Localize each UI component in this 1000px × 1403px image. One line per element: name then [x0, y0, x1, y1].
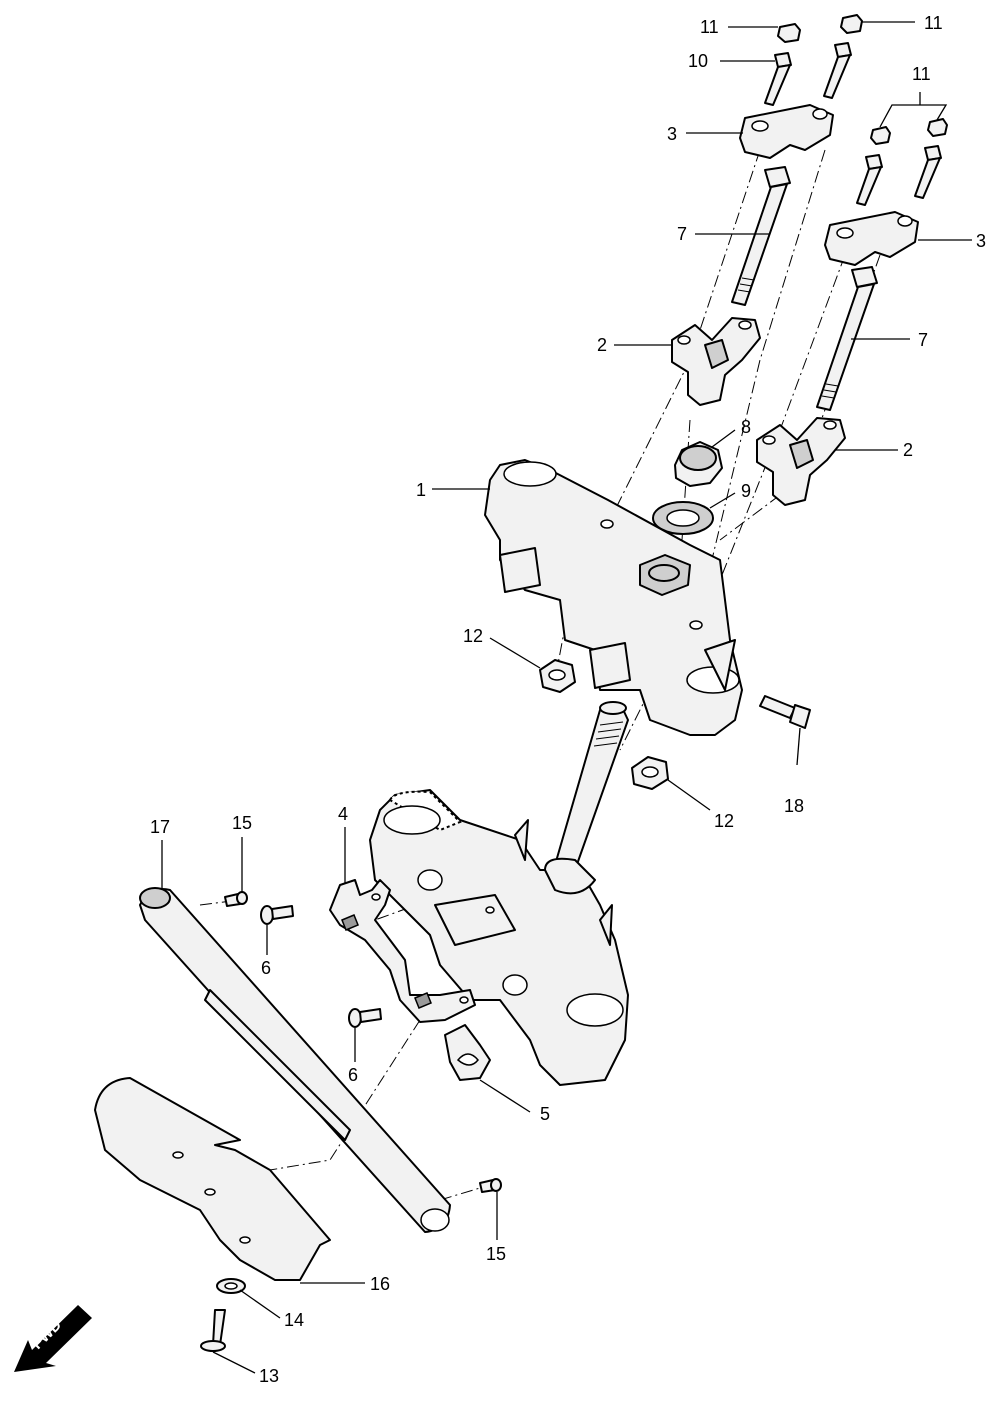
callout-11-group: 11 — [912, 64, 931, 84]
callout-10: 10 — [688, 51, 708, 71]
cable-clip-5 — [444, 1024, 491, 1081]
callout-6-lower: 6 — [348, 1065, 358, 1085]
callout-12-upper: 12 — [463, 626, 483, 646]
callout-numbers: 11 11 11 10 3 3 7 7 2 2 8 9 1 12 12 18 1… — [150, 13, 986, 1386]
callout-11-top-left: 11 — [700, 17, 719, 37]
socket-bolt-10-group-a — [856, 154, 883, 206]
long-bolt-7-left — [731, 166, 791, 306]
pinch-bolt-18 — [759, 695, 811, 729]
upper-triple-clamp-1 — [484, 459, 743, 736]
socket-bolt-10-right — [823, 42, 852, 99]
callout-18: 18 — [784, 796, 804, 816]
forward-direction-arrow: FWD — [14, 1305, 92, 1372]
handlebar-clamp-upper-left — [739, 104, 834, 159]
callout-4: 4 — [338, 804, 348, 824]
long-bolt-7-right — [816, 266, 878, 411]
callout-6-upper: 6 — [261, 958, 271, 978]
handlebar-clamp-lower-right — [756, 417, 846, 506]
screw-15-lower — [479, 1178, 502, 1193]
socket-bolt-10-left — [764, 52, 792, 106]
callout-2-left: 2 — [597, 335, 607, 355]
callout-1: 1 — [416, 480, 426, 500]
flange-nut-12-lower — [631, 756, 669, 790]
callout-14: 14 — [284, 1310, 304, 1330]
stem-nut-8 — [674, 441, 723, 487]
cap-11-group-a — [870, 126, 891, 145]
callout-9: 9 — [741, 481, 751, 501]
handlebar-clamp-lower-left — [671, 317, 761, 406]
screw-6-upper — [260, 905, 294, 925]
callout-13: 13 — [259, 1366, 279, 1386]
callout-12-lower: 12 — [714, 811, 734, 831]
callout-5: 5 — [540, 1104, 550, 1124]
flange-nut-12-upper — [539, 659, 576, 693]
screw-13 — [200, 1309, 226, 1352]
callout-11-top-right: 11 — [924, 13, 943, 33]
callout-15-lower: 15 — [486, 1244, 506, 1264]
callout-2-right: 2 — [903, 440, 913, 460]
steering-stem-lower-clamp — [369, 701, 629, 1086]
cap-11-group-b — [927, 118, 948, 137]
cap-11-left — [777, 23, 801, 43]
callout-7-right: 7 — [918, 330, 928, 350]
callout-17: 17 — [150, 817, 170, 837]
washer-14 — [216, 1278, 246, 1294]
callout-8: 8 — [741, 417, 751, 437]
callout-3-upper-right: 3 — [976, 231, 986, 251]
callout-7-left: 7 — [677, 224, 687, 244]
bracket-4 — [329, 879, 476, 1023]
cover-16 — [94, 1077, 331, 1281]
callout-3-upper-left: 3 — [667, 124, 677, 144]
washer-9 — [652, 501, 714, 535]
callout-15-upper: 15 — [232, 813, 252, 833]
handlebar-clamp-upper-right — [824, 211, 919, 266]
callout-16: 16 — [370, 1274, 390, 1294]
socket-bolt-10-group-b — [914, 145, 942, 199]
cap-11-right — [840, 14, 863, 34]
screw-15-upper — [224, 891, 248, 907]
leader-lines — [161, 21, 972, 1374]
tube-17 — [139, 887, 451, 1233]
screw-6-lower — [348, 1008, 382, 1028]
